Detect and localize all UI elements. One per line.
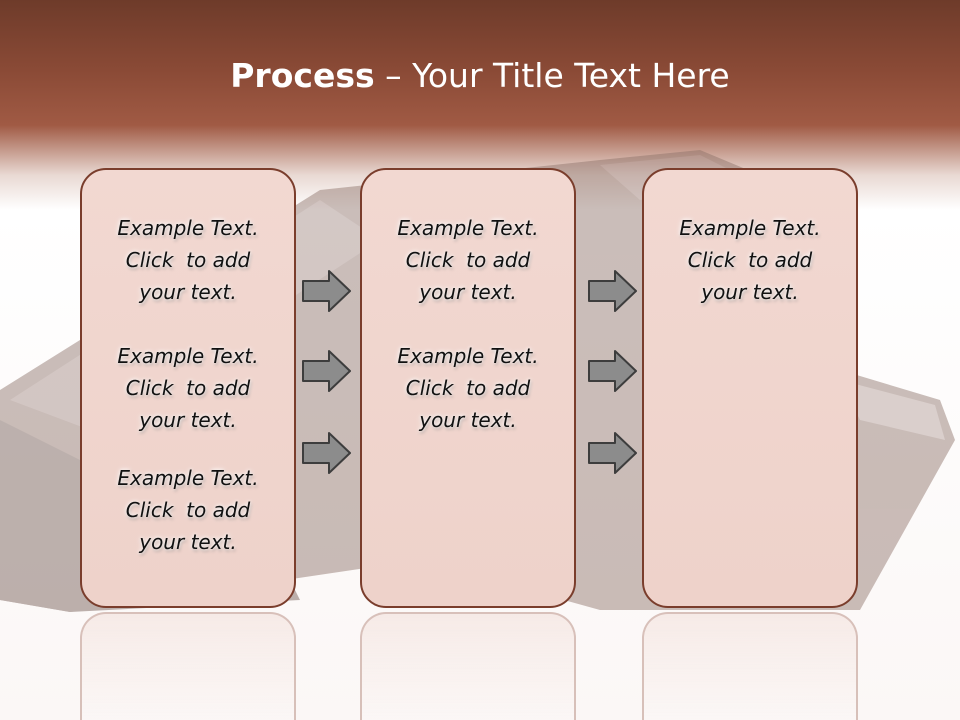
text-placeholder[interactable]: Example Text. Click to add your text.: [82, 462, 294, 558]
text-placeholder[interactable]: Example Text. Click to add your text.: [362, 340, 574, 436]
right-arrow-icon[interactable]: [588, 350, 638, 392]
process-box-1[interactable]: Example Text. Click to add your text. Ex…: [80, 168, 296, 608]
box-reflection: [642, 612, 858, 720]
text-line: Example Text.: [117, 466, 259, 490]
text-line: your text.: [139, 530, 237, 554]
text-placeholder[interactable]: Example Text. Click to add your text.: [82, 340, 294, 436]
title-bold: Process: [230, 56, 375, 95]
title-rest: – Your Title Text Here: [374, 56, 730, 95]
text-line: Click to add: [125, 376, 251, 400]
right-arrow-icon[interactable]: [302, 270, 352, 312]
text-line: Example Text.: [679, 216, 821, 240]
text-line: Click to add: [125, 248, 251, 272]
box-reflection: [80, 612, 296, 720]
text-placeholder[interactable]: Example Text. Click to add your text.: [362, 212, 574, 308]
box-reflection: [360, 612, 576, 720]
text-line: Click to add: [405, 248, 531, 272]
text-line: your text.: [419, 408, 517, 432]
right-arrow-icon[interactable]: [588, 270, 638, 312]
text-line: Example Text.: [397, 216, 539, 240]
process-box-3[interactable]: Example Text. Click to add your text.: [642, 168, 858, 608]
right-arrow-icon[interactable]: [302, 432, 352, 474]
text-line: Example Text.: [397, 344, 539, 368]
text-placeholder[interactable]: Example Text. Click to add your text.: [82, 212, 294, 308]
text-line: Click to add: [125, 498, 251, 522]
text-line: Click to add: [687, 248, 813, 272]
text-line: Click to add: [405, 376, 531, 400]
text-line: Example Text.: [117, 216, 259, 240]
text-line: Example Text.: [117, 344, 259, 368]
text-placeholder[interactable]: Example Text. Click to add your text.: [644, 212, 856, 308]
right-arrow-icon[interactable]: [588, 432, 638, 474]
process-box-2[interactable]: Example Text. Click to add your text. Ex…: [360, 168, 576, 608]
text-line: your text.: [701, 280, 799, 304]
right-arrow-icon[interactable]: [302, 350, 352, 392]
text-line: your text.: [139, 280, 237, 304]
slide-title[interactable]: Process – Your Title Text Here: [0, 56, 960, 96]
text-line: your text.: [139, 408, 237, 432]
text-line: your text.: [419, 280, 517, 304]
